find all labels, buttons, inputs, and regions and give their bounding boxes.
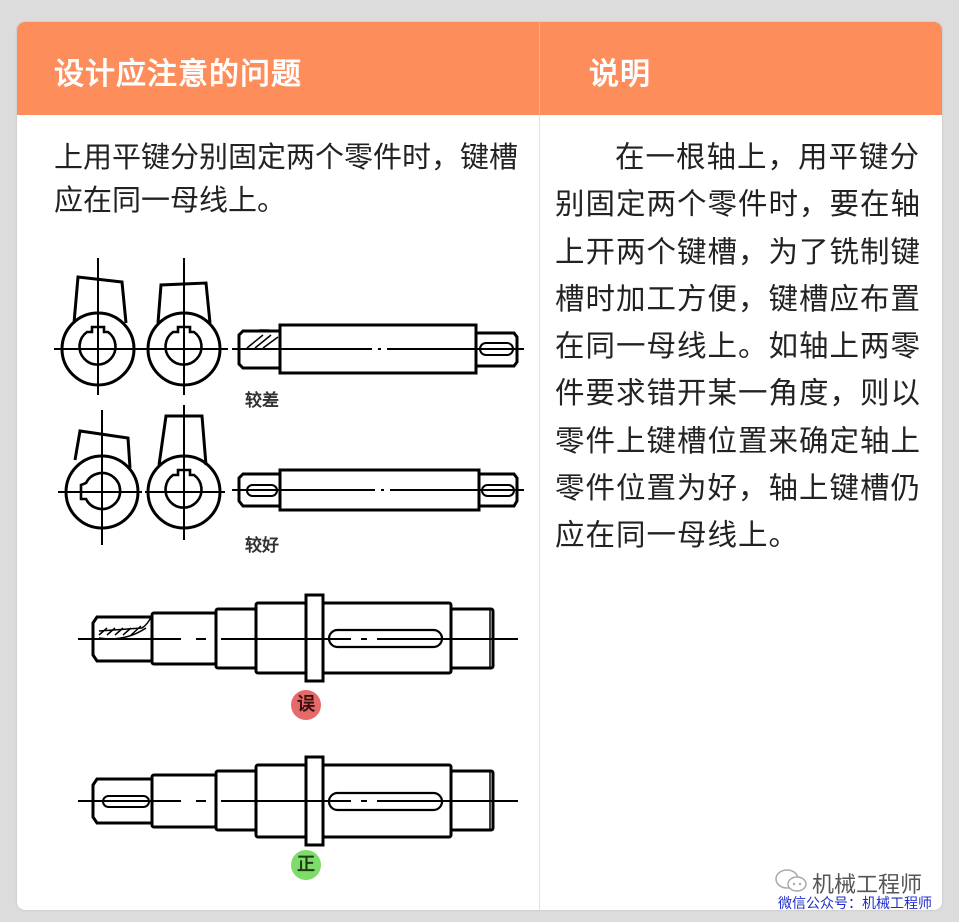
header-cell-issue: 设计应注意的问题 (17, 22, 540, 115)
label-better: 较好 (245, 536, 279, 556)
column-divider (539, 115, 540, 910)
table-header: 设计应注意的问题 说明 (17, 22, 942, 115)
hub-drawing-better-1 (58, 410, 142, 545)
header-explanation-title: 说明 (589, 57, 651, 92)
shaft-drawings (54, 258, 524, 847)
badge-right: 正 (291, 850, 321, 880)
hub-drawing-worse-2 (141, 258, 228, 395)
hub-drawing-better-2 (145, 405, 225, 540)
header-issue-title: 设计应注意的问题 (54, 57, 302, 92)
stepped-shaft-right (78, 755, 518, 847)
hub-drawing-worse-1 (54, 258, 142, 395)
issue-text: 上用平键分别固定两个零件时，键槽应在同一母线上。 (54, 140, 519, 217)
shaft-better-top (232, 468, 524, 512)
shaft-worse-top (232, 323, 524, 375)
wechat-icon (775, 869, 807, 892)
watermark-account: 微信公众号：机械工程师 (778, 896, 932, 912)
content-card: 设计应注意的问题 说明 上用平键分别固定两个零件时，键槽应在同一母线上。 在一根… (17, 22, 942, 910)
stepped-shaft-wrong (78, 593, 518, 683)
badge-wrong: 误 (291, 690, 321, 720)
explanation-text: 在一根轴上，用平键分别固定两个零件时，要在轴上开两个键槽，为了铣制键槽时加工方便… (555, 140, 922, 553)
label-worse: 较差 (245, 391, 279, 411)
watermark-brand: 机械工程师 (812, 873, 923, 898)
